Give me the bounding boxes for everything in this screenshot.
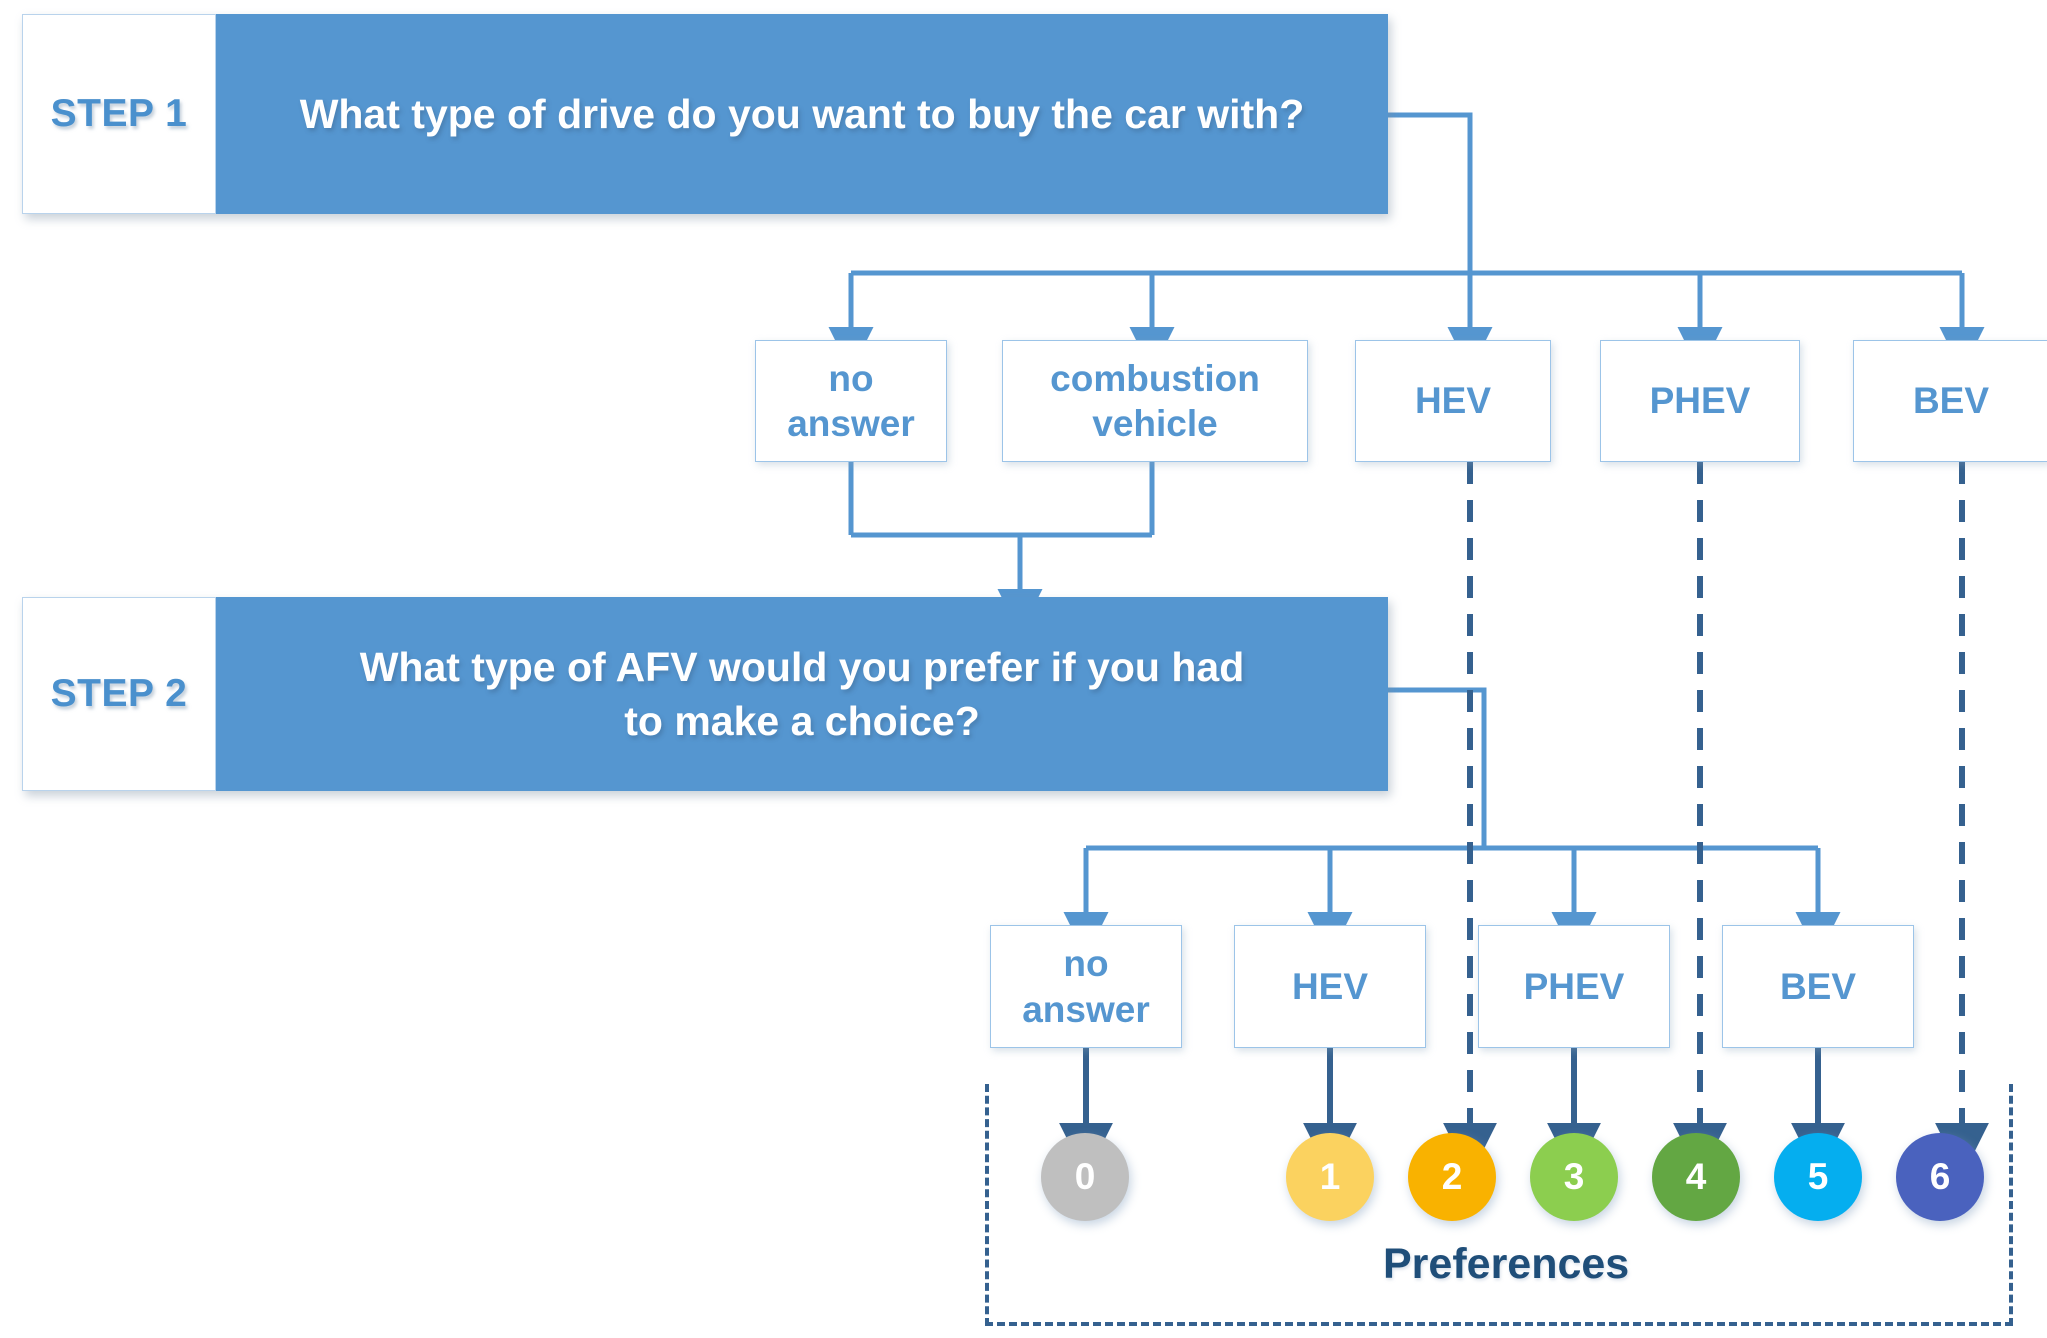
preference-circle-1-value: 1: [1319, 1156, 1341, 1197]
preference-circle-2-value: 2: [1441, 1156, 1463, 1197]
step1-option-hev-label: HEV: [1414, 380, 1492, 422]
preferences-frame: [985, 1084, 2013, 1326]
preference-circle-6[interactable]: 6: [1896, 1133, 1984, 1221]
step-2-question-text: What type of AFV would you prefer if you…: [359, 643, 1245, 744]
step1-option-bev[interactable]: BEV: [1853, 340, 2047, 462]
step-1-tag-label: STEP 1: [50, 92, 188, 135]
step-1-tag: STEP 1: [22, 14, 216, 214]
preference-circle-0[interactable]: 0: [1041, 1133, 1129, 1221]
step2-option-hev-label: HEV: [1291, 965, 1369, 1007]
step1-option-hev[interactable]: HEV: [1355, 340, 1551, 462]
preference-circle-6-value: 6: [1929, 1156, 1951, 1197]
preference-circle-0-value: 0: [1074, 1156, 1096, 1197]
step-2-tag: STEP 2: [22, 597, 216, 791]
preference-circle-3-value: 3: [1563, 1156, 1585, 1197]
preference-circle-4-value: 4: [1685, 1156, 1707, 1197]
preference-circle-5-value: 5: [1807, 1156, 1829, 1197]
preference-circle-3[interactable]: 3: [1530, 1133, 1618, 1221]
step2-option-phev[interactable]: PHEV: [1478, 925, 1670, 1048]
preferences-label: Preferences: [1383, 1240, 1630, 1288]
step-2-tag-label: STEP 2: [50, 672, 188, 715]
step-2-question: What type of AFV would you prefer if you…: [216, 597, 1388, 791]
step2-option-hev[interactable]: HEV: [1234, 925, 1426, 1048]
step1-feed-connector: [1388, 112, 1473, 273]
step2-option-bev-label: BEV: [1779, 965, 1857, 1007]
step-1-question: What type of drive do you want to buy th…: [216, 14, 1388, 214]
step1-option-bev-label: BEV: [1912, 380, 1990, 422]
step2-feed-connector: [1388, 687, 1487, 848]
step1-option-phev-label: PHEV: [1649, 380, 1751, 422]
step2-option-bev[interactable]: BEV: [1722, 925, 1914, 1048]
step-2-banner: STEP 2 What type of AFV would you prefer…: [22, 597, 1388, 791]
preference-circle-2[interactable]: 2: [1408, 1133, 1496, 1221]
step-1-banner: STEP 1 What type of drive do you want to…: [22, 14, 1388, 214]
preference-circle-1[interactable]: 1: [1286, 1133, 1374, 1221]
step1-option-phev[interactable]: PHEV: [1600, 340, 1800, 462]
preference-circle-4[interactable]: 4: [1652, 1133, 1740, 1221]
preference-circle-5[interactable]: 5: [1774, 1133, 1862, 1221]
step-1-question-text: What type of drive do you want to buy th…: [299, 90, 1305, 137]
step2-option-phev-label: PHEV: [1523, 965, 1625, 1007]
